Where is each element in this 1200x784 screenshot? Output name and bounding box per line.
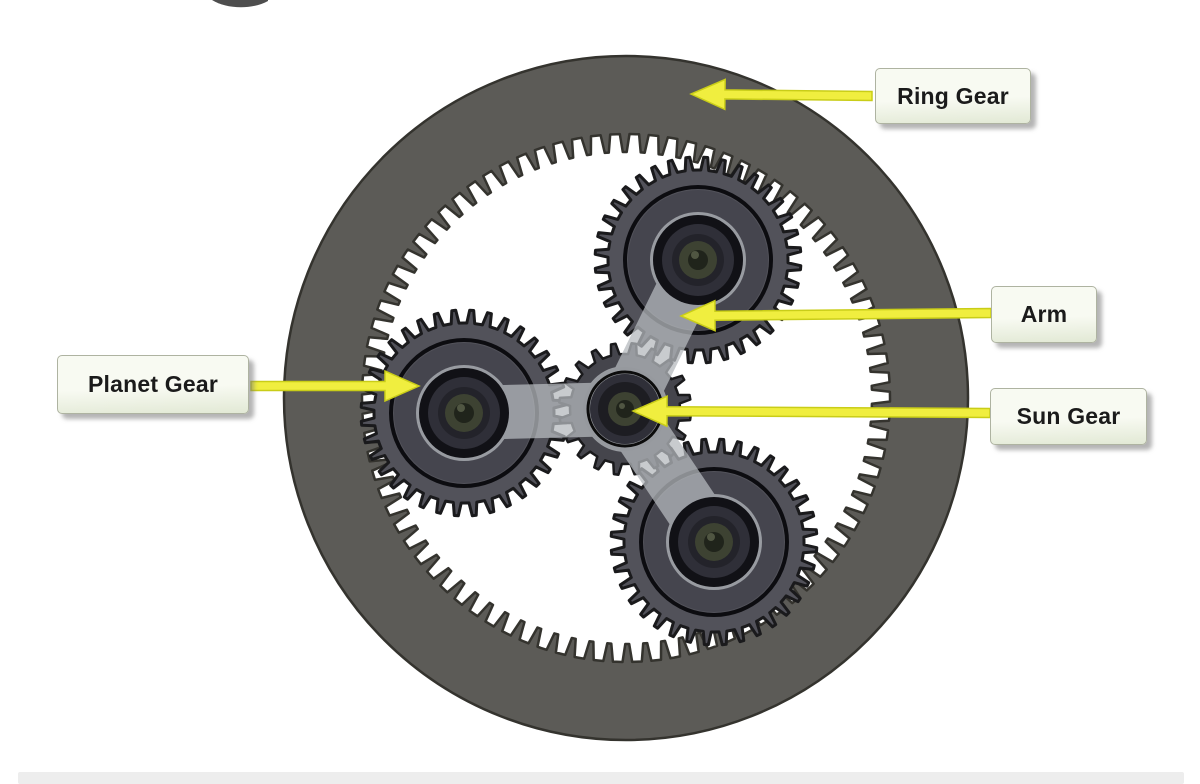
top-crop-mark (212, 0, 268, 8)
planet-gear-label-text: Planet Gear (87, 371, 219, 397)
arm-label: Arm (991, 286, 1097, 343)
sun-gear-label: Sun Gear (990, 388, 1147, 445)
planet-gear-arrow (250, 369, 421, 403)
planet-gear-label: Planet Gear (57, 355, 249, 414)
sun-gear-label-text: Sun Gear (1016, 403, 1121, 429)
planet-hub-3 (669, 497, 759, 587)
arm-label-text: Arm (1020, 301, 1068, 327)
arm-arrow (679, 299, 992, 332)
sun-gear-arrow (631, 395, 991, 428)
sun-hub (586, 370, 664, 448)
planet-hub-2 (419, 368, 509, 458)
planet-hub-1 (653, 215, 743, 305)
ring-gear-arrow (689, 78, 873, 111)
ring-gear-label: Ring Gear (875, 68, 1031, 124)
ring-gear-label-text: Ring Gear (897, 82, 1009, 109)
bottom-strip (18, 772, 1184, 784)
